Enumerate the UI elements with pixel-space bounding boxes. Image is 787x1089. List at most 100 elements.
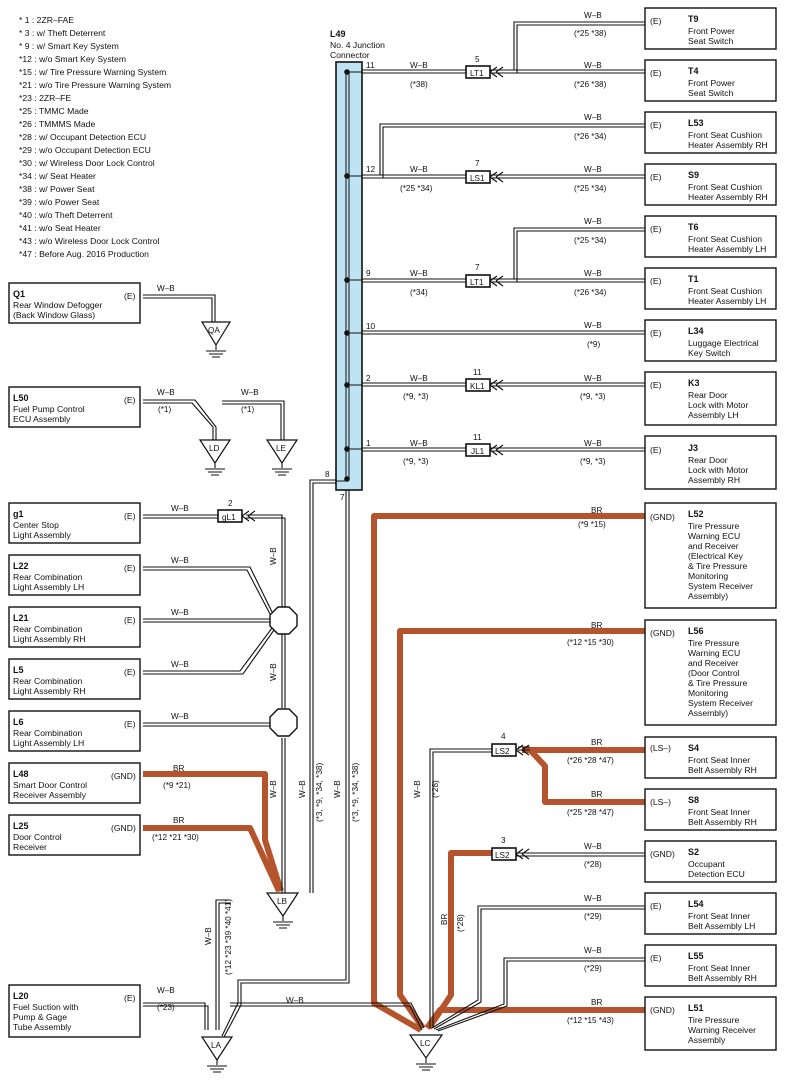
connector-lt1-b: 7 LT1 <box>465 263 504 288</box>
component-id: L34 <box>688 326 704 336</box>
component-l52: (GND) L52 Tire Pressure Warning ECU and … <box>578 502 777 609</box>
component-name: Receiver Assembly <box>13 790 87 800</box>
ground-points: QA LD LE LB LA LC <box>198 321 444 1073</box>
wire-color-label: W–B <box>584 61 602 70</box>
component-l54: (E) L54 Front Seat Inner Belt Assembly L… <box>584 892 777 935</box>
option-note: (*3, *9, *34, *38) <box>351 763 360 822</box>
component-id: L22 <box>13 561 29 571</box>
terminal-label: (GND) <box>650 1005 675 1015</box>
ground-label: QA <box>208 326 220 335</box>
connector-label: LS2 <box>495 851 510 860</box>
component-id: L5 <box>13 665 24 675</box>
component-name: Heater Assembly LH <box>688 244 766 254</box>
wire-color-label: W–B <box>584 165 602 174</box>
option-note: (*9) <box>587 340 600 349</box>
connector-lt1-a: 5 LT1 <box>465 55 504 79</box>
terminal-label: (E) <box>124 511 136 521</box>
component-name: Assembly RH <box>688 475 740 485</box>
component-name: Front Seat Cushion <box>688 286 762 296</box>
wire-color-label: BR <box>591 506 602 515</box>
option-note: (*28) <box>431 780 440 798</box>
option-note: (*25 *38) <box>574 29 607 38</box>
component-id: L25 <box>13 821 29 831</box>
component-name: Tire Pressure <box>688 1015 739 1025</box>
component-name: Lock with Motor <box>688 400 748 410</box>
component-id: L54 <box>688 899 704 909</box>
wire-color-label: W–B <box>410 61 428 70</box>
component-t4: (E) T4 Front Power Seat Switch W–B (*26 … <box>574 59 777 102</box>
option-note: (*25 *34) <box>574 184 607 193</box>
option-note: (*26 *34) <box>574 132 607 141</box>
terminal-label: (GND) <box>111 823 136 833</box>
connector-ls2-b: 3 LS2 <box>491 836 530 861</box>
component-name: Belt Assembly RH <box>688 817 757 827</box>
component-id: L53 <box>688 118 704 128</box>
component-name: Assembly LH <box>688 410 739 420</box>
component-name: Belt Assembly RH <box>688 973 757 983</box>
component-l51: (GND) L51 Tire Pressure Warning Receiver… <box>567 996 777 1051</box>
component-name: Seat Switch <box>688 36 734 46</box>
component-name: & Tire Pressure <box>688 678 747 688</box>
terminal-label: (GND) <box>111 771 136 781</box>
junction-pins: 11 12 9 10 2 1 <box>366 61 376 448</box>
component-name: Assembly <box>688 1035 726 1045</box>
terminal-label: (E) <box>650 901 662 911</box>
component-name: Front Seat Cushion <box>688 130 762 140</box>
junction-name: No. 4 Junction <box>330 40 385 50</box>
footnote: *30 : w/ Wireless Door Lock Control <box>19 158 155 168</box>
component-l21: L21 (E) Rear Combination Light Assembly … <box>8 606 189 648</box>
wire-color-label: W–B <box>410 439 428 448</box>
footnote: *40 : w/o Theft Deterrent <box>19 210 113 220</box>
component-id: L21 <box>13 613 29 623</box>
component-id: S2 <box>688 847 699 857</box>
component-name: Seat Switch <box>688 88 734 98</box>
terminal-label: (LS–) <box>650 743 671 753</box>
wire-color-label: W–B <box>584 113 602 122</box>
vertical-wire-labels: W–B W–B W–B W–B (*3, *9, *34, *38) W–B (… <box>204 547 465 975</box>
footnote: *43 : w/o Wireless Door Lock Control <box>19 236 160 246</box>
footnote: *39 : w/o Power Seat <box>19 197 100 207</box>
option-note: (*3, *9, *34, *38) <box>315 763 324 822</box>
wire-color-label: BR <box>591 621 602 630</box>
wire-color-label: W–B <box>584 842 602 851</box>
component-name: (Door Control <box>688 668 740 678</box>
footnote: * 1 : 2ZR–FAE <box>19 15 74 25</box>
terminal-label: (E) <box>124 563 136 573</box>
component-name: Light Assembly RH <box>13 634 86 644</box>
terminal-label: (E) <box>124 719 136 729</box>
option-note: (*12 *21 *30) <box>152 833 199 842</box>
component-id: T9 <box>688 14 699 24</box>
component-name: Center Stop <box>13 520 59 530</box>
component-name: System Receiver <box>688 581 753 591</box>
footnote: *21 : w/o Tire Pressure Warning System <box>19 80 171 90</box>
ground-le: LE <box>265 439 299 476</box>
wire-color-label: W–B <box>171 556 189 565</box>
pin-number: 2 <box>366 374 371 383</box>
component-l25: L25 (GND) Door Control Receiver BR (*12 … <box>8 814 199 856</box>
connector-pin: 3 <box>501 836 506 845</box>
component-k3: (E) K3 Rear Door Lock with Motor Assembl… <box>580 371 777 426</box>
ground-label: LC <box>420 1039 431 1048</box>
wire-color-label: W–B <box>410 269 428 278</box>
component-name: and Receiver <box>688 658 739 668</box>
terminal-label: (E) <box>124 615 136 625</box>
component-name: Luggage Electrical <box>688 338 759 348</box>
component-s2: (GND) S2 Occupant Detection ECU W–B (*28… <box>584 840 777 883</box>
component-id: T6 <box>688 222 699 232</box>
connector-label: KL1 <box>470 382 485 391</box>
wire-color-label: W–B <box>584 439 602 448</box>
footnote: * 3 : w/ Theft Deterrent <box>19 28 106 38</box>
component-id: L6 <box>13 717 24 727</box>
terminal-label: (E) <box>650 328 662 338</box>
component-name: Fuel Pump Control <box>13 404 85 414</box>
footnote: *25 : TMMC Made <box>19 106 89 116</box>
ground-label: LE <box>276 444 287 453</box>
footnote: *41 : w/o Seat Heater <box>19 223 101 233</box>
component-name: ECU Assembly <box>13 414 71 424</box>
component-name: System Receiver <box>688 698 753 708</box>
wire-color-label: W–B <box>204 927 213 945</box>
component-name: Door Control <box>13 832 62 842</box>
option-note: (*28) <box>584 860 602 869</box>
component-id: L20 <box>13 991 29 1001</box>
